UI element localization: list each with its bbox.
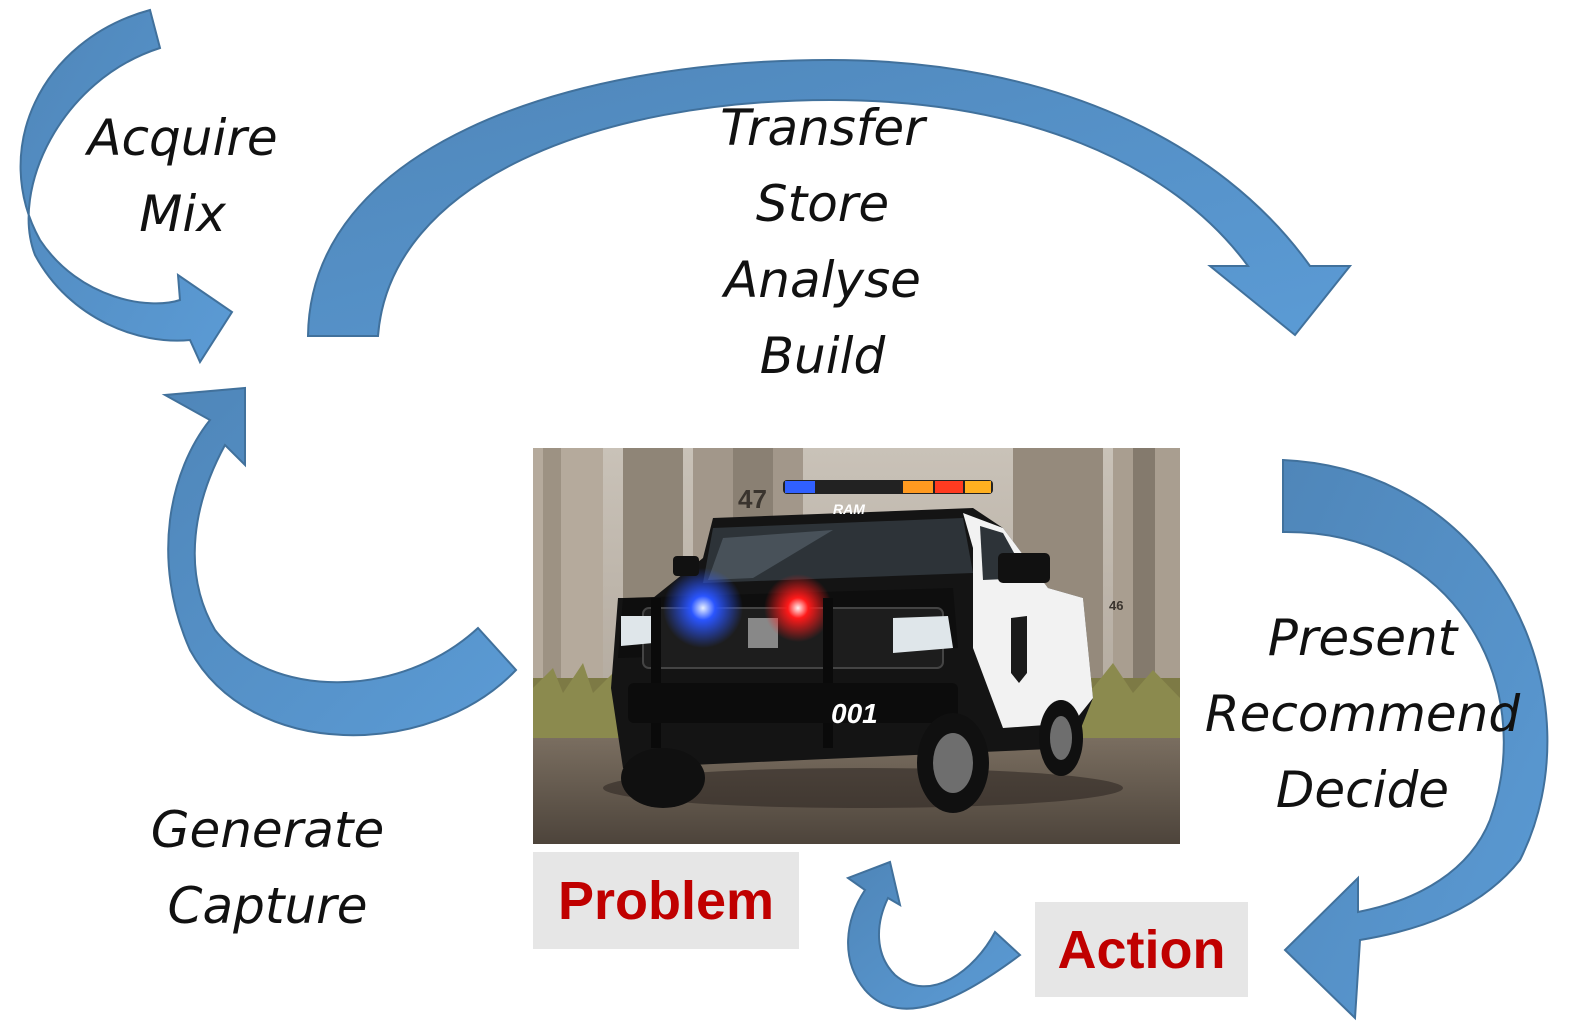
acquire-loop-arrow: [19, 8, 234, 365]
acquire-label: Acquire Mix: [60, 100, 305, 252]
generate-arc-arrow: [161, 386, 518, 737]
transfer-line-1: Transfer: [720, 99, 925, 157]
generate-line-1: Generate: [150, 801, 385, 859]
transfer-line-4: Build: [759, 327, 886, 385]
generate-label: Generate Capture: [130, 792, 405, 944]
pillar-number-left: 47: [738, 484, 767, 514]
present-arc-arrow: [1282, 458, 1549, 1021]
acquire-line-1: Acquire: [87, 109, 278, 167]
transfer-line-2: Store: [755, 175, 890, 233]
problem-tag: Problem: [533, 852, 799, 949]
truck-number: 001: [831, 698, 878, 729]
police-truck-photo: 47 46 RAM: [533, 448, 1180, 844]
action-tag-label: Action: [1057, 919, 1226, 980]
generate-line-2: Capture: [167, 877, 368, 935]
present-line-2: Recommend: [1204, 685, 1521, 743]
pillar-number-right: 46: [1109, 598, 1123, 613]
present-line-1: Present: [1267, 609, 1458, 667]
action-tag: Action: [1035, 902, 1248, 997]
action-loop-arrow: [845, 860, 1022, 1010]
transfer-line-3: Analyse: [724, 251, 921, 309]
acquire-line-2: Mix: [139, 185, 226, 243]
brand-label: RAM: [833, 501, 865, 517]
transfer-arc-arrow: [306, 58, 1353, 337]
transfer-label: Transfer Store Analyse Build: [680, 90, 965, 394]
present-label: Present Recommend Decide: [1195, 600, 1530, 828]
police-truck-illustration: 47 46 RAM: [533, 448, 1180, 844]
problem-tag-label: Problem: [557, 870, 775, 931]
present-line-3: Decide: [1275, 761, 1450, 819]
